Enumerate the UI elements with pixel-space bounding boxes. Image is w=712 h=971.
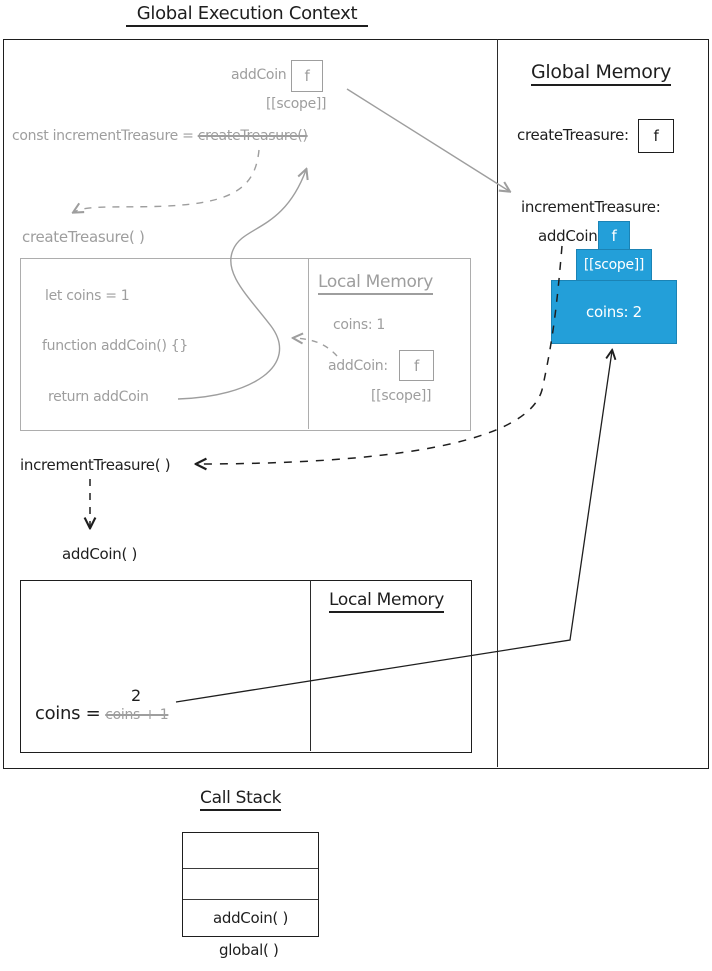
call-stack-title: Call Stack: [200, 788, 282, 811]
const-declaration-struck-call: createTreasure(): [197, 128, 308, 144]
local-memory-scope: [[scope]]: [371, 388, 432, 404]
local-memory-coins-entry: coins: 1: [333, 317, 385, 333]
local-memory-title-active: Local Memory: [329, 590, 444, 613]
closure-coins-value: coins: 2: [586, 303, 642, 321]
global-create-treasure-f-box: f: [638, 119, 674, 153]
local-memory-title-faded: Local Memory: [318, 272, 433, 295]
function-glyph: f: [653, 127, 659, 145]
closure-addcoin-label: addCoin: [538, 227, 598, 245]
scope-label: [[scope]]: [583, 257, 645, 273]
increment-treasure-call: incrementTreasure( ): [20, 456, 171, 474]
local-memory-addcoin-label: addCoin:: [328, 358, 388, 374]
call-stack-frame-top: [183, 833, 318, 869]
closure-scope-box: [[scope]]: [576, 249, 652, 281]
code-let-coins: let coins = 1: [45, 288, 130, 304]
call-stack-frame-addcoin: addCoin( ): [212, 909, 289, 927]
call-stack-box: addCoin( ): [182, 832, 319, 937]
closure-f-box: f: [598, 221, 630, 251]
coins-assignment-struck: coins + 1: [105, 707, 169, 723]
global-memory-divider: [497, 39, 498, 767]
const-declaration-line: const incrementTreasure = createTreasure…: [12, 128, 308, 144]
faded-addcoin-f-box: f: [291, 60, 323, 92]
code-function-addcoin: function addCoin() {}: [42, 338, 188, 354]
global-create-treasure-label: createTreasure:: [517, 126, 629, 144]
call-stack-frame-middle: [183, 869, 318, 900]
coins-assignment-line: coins = coins + 1: [35, 703, 169, 724]
create-treasure-memory-divider: [308, 258, 309, 429]
const-declaration-prefix: const incrementTreasure =: [12, 128, 198, 144]
coins-assignment-lhs: coins =: [35, 703, 101, 724]
call-stack-global-label: global( ): [219, 941, 279, 959]
create-treasure-call: createTreasure( ): [22, 228, 145, 246]
function-glyph: f: [304, 67, 310, 85]
addcoin-memory-divider: [310, 580, 311, 751]
function-glyph: f: [611, 227, 617, 245]
global-execution-context-box: [3, 39, 709, 769]
local-memory-addcoin-f-box: f: [399, 350, 434, 381]
page-title: Global Execution Context: [126, 3, 368, 27]
coins-new-value: 2: [131, 686, 141, 705]
function-glyph: f: [414, 356, 419, 375]
closure-coins-box: coins: 2: [551, 280, 677, 344]
faded-addcoin-label: addCoin: [231, 67, 287, 83]
addcoin-call: addCoin( ): [62, 545, 138, 563]
global-memory-title: Global Memory: [531, 61, 671, 86]
faded-addcoin-scope: [[scope]]: [266, 96, 327, 112]
global-increment-treasure-label: incrementTreasure:: [521, 198, 661, 216]
code-return-addcoin: return addCoin: [48, 389, 149, 405]
